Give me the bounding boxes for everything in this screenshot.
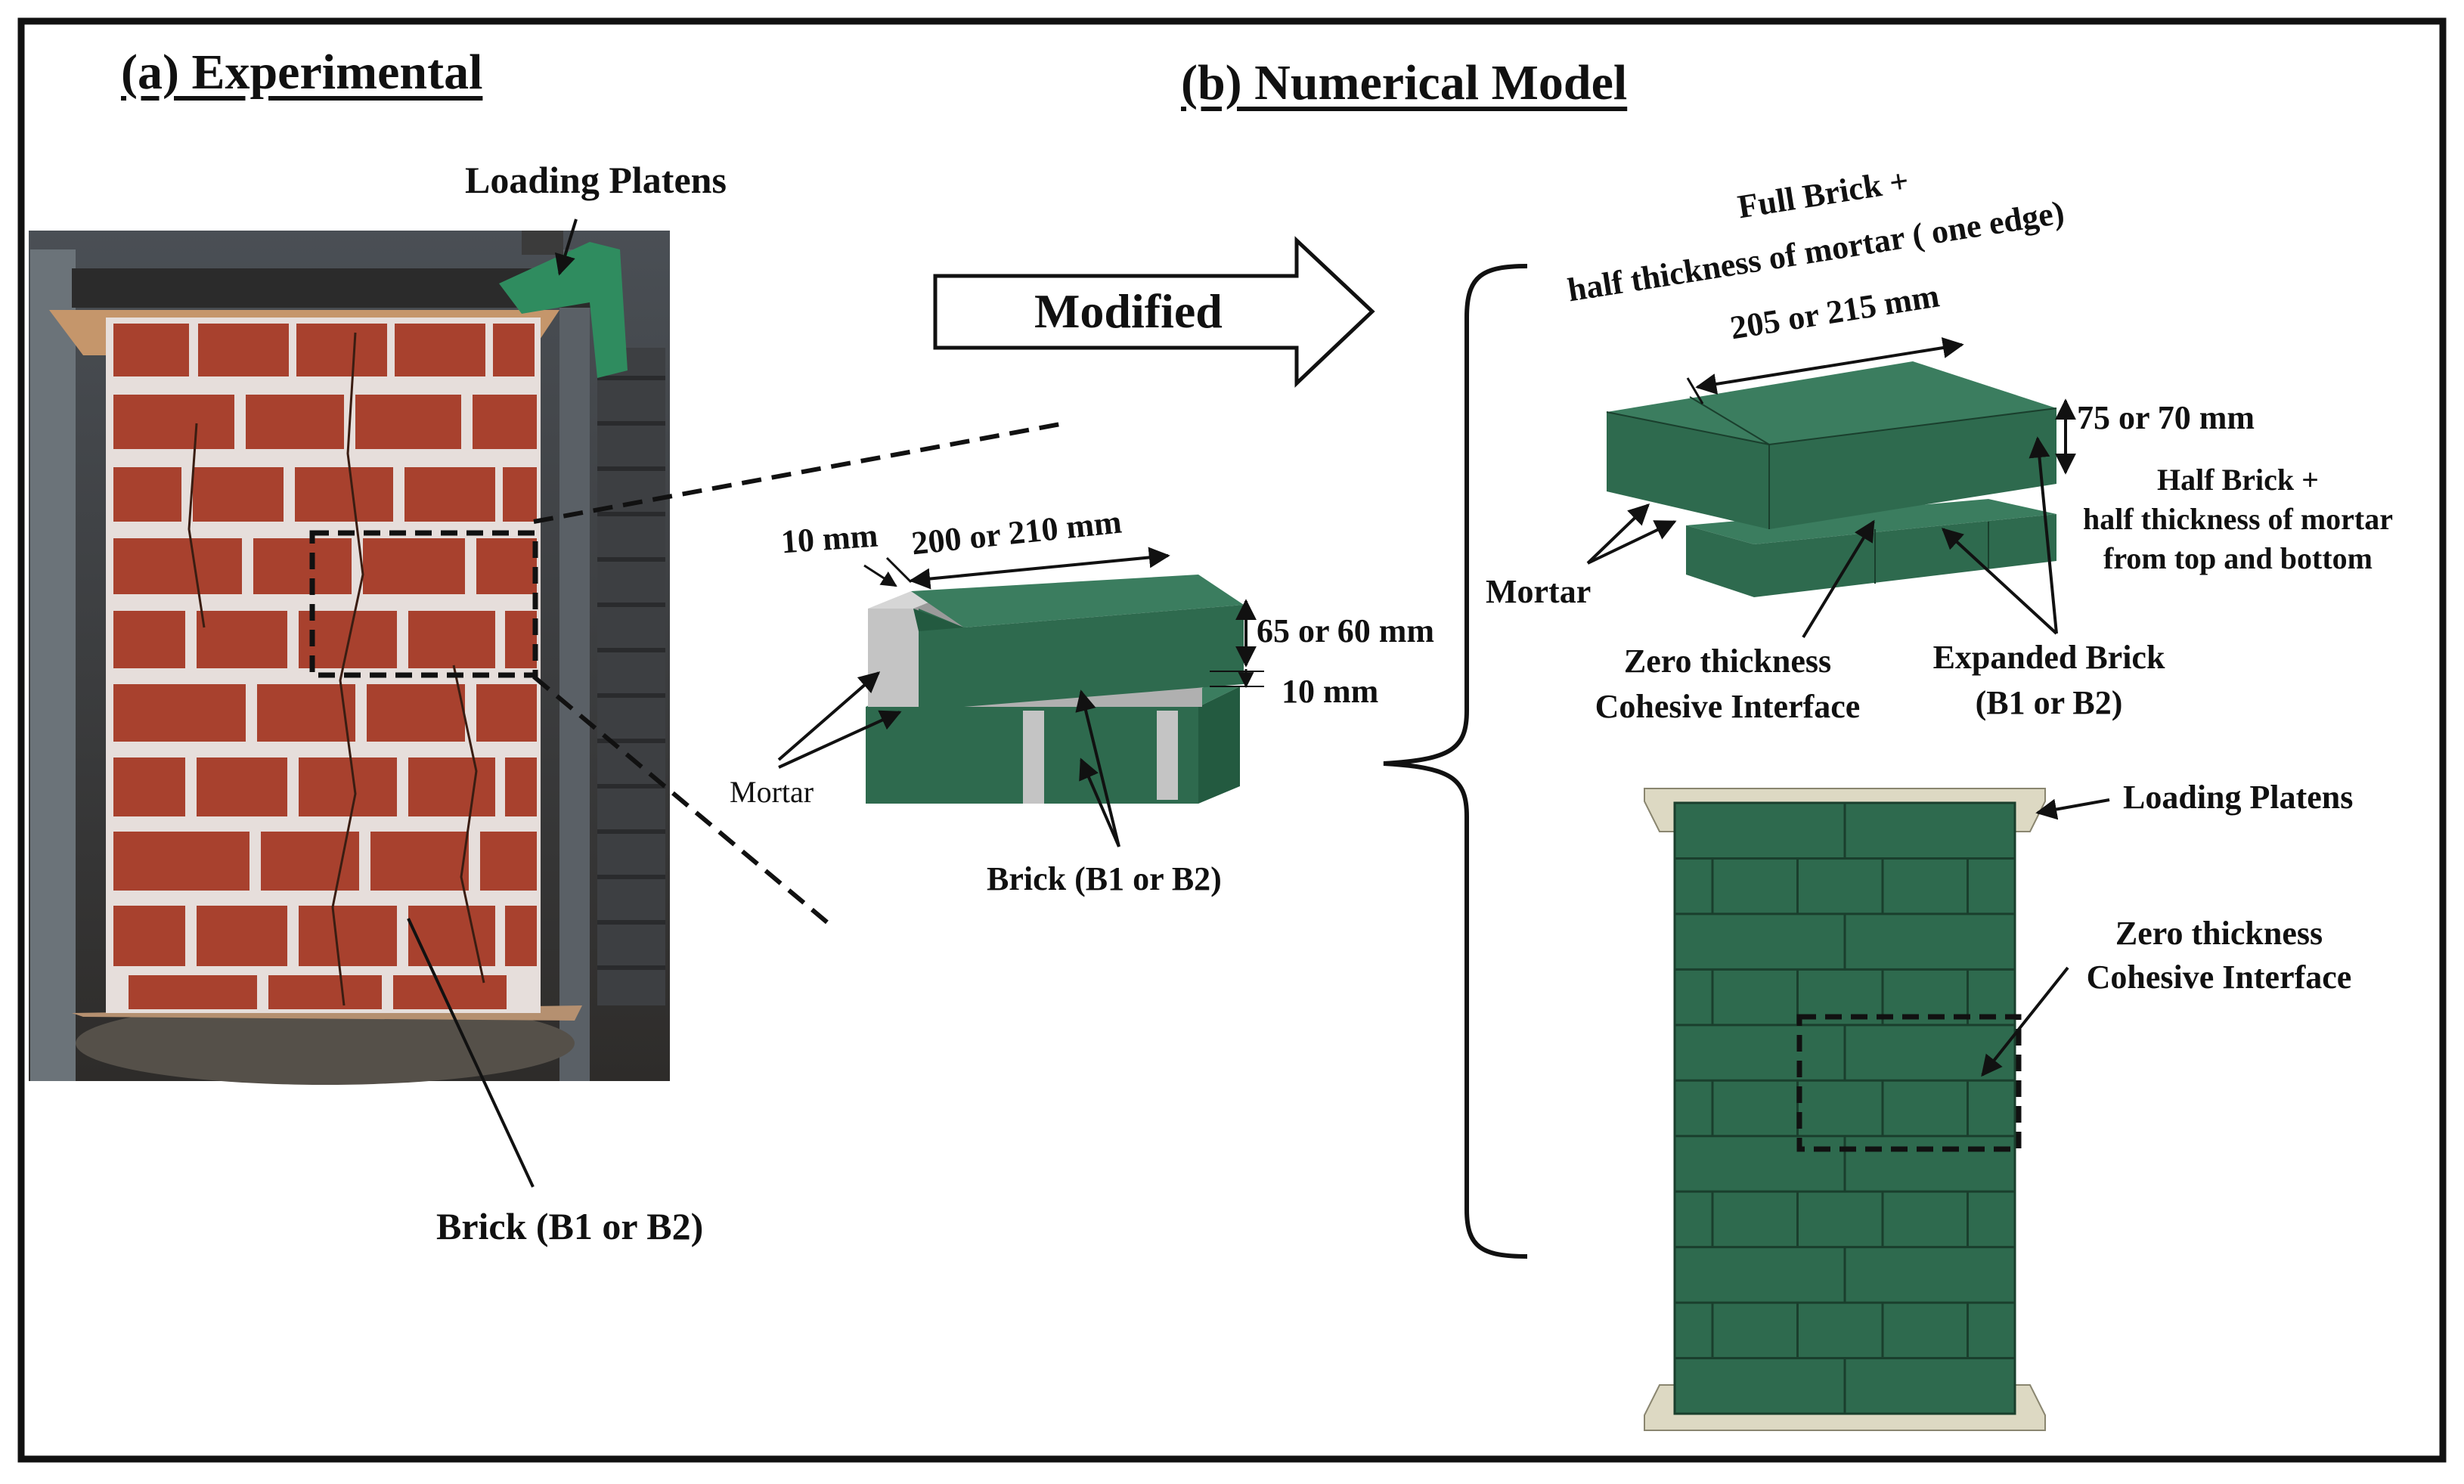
detail-dim-mortar: 10 mm (779, 516, 879, 561)
exp-brick-pointer-1 (1941, 528, 2058, 635)
experimental-photo (29, 231, 670, 1085)
dim-mortar-arrow-left (863, 564, 897, 587)
exp-interface-pointer (1802, 519, 1875, 639)
expanded-unit-model (1606, 361, 2057, 597)
prism-loading-platens: Loading Platens (2123, 779, 2354, 816)
prism-platen-pointer (2035, 798, 2110, 820)
detail-brick-label: Brick (B1 or B2) (987, 860, 1222, 897)
exp-interface-line2: Cohesive Interface (1595, 688, 1861, 725)
projection-line-lower (532, 674, 833, 928)
brick-pointer-2 (1079, 757, 1120, 847)
prism-model (1644, 788, 2046, 1431)
detail-mortar-label: Mortar (730, 775, 814, 809)
detail-selection-box (309, 530, 538, 678)
prism-interface-line1: Zero thickness (2115, 915, 2323, 952)
exp-brick-line1: Expanded Brick (1932, 639, 2165, 676)
prism-detail-box (1796, 1014, 2022, 1152)
dim-mortar-tick (885, 556, 913, 584)
exp-brick-pointer-2 (2029, 436, 2058, 634)
modified-arrow (933, 236, 1375, 388)
modified-label: Modified (1034, 284, 1223, 338)
brick-pointer-1 (1075, 689, 1120, 847)
brick-pointer (407, 918, 535, 1188)
exp-dim-length-tick (1686, 377, 1704, 404)
exp-mortar-label: Mortar (1486, 573, 1592, 610)
detail-dim-height: 65 or 60 mm (1257, 612, 1435, 649)
brick-label: Brick (B1 or B2) (436, 1205, 704, 1247)
exp-interface-line1: Zero thickness (1623, 643, 1832, 680)
figure-border (17, 17, 2447, 1463)
exp-brick-line2: (B1 or B2) (1975, 684, 2123, 721)
mortar-pointer-2 (778, 710, 902, 769)
loading-platens-label: Loading Platens (465, 159, 727, 201)
exp-mortar-pointer-2 (1587, 520, 1677, 565)
prism-interface-line2: Cohesive Interface (2086, 959, 2352, 996)
half-brick-line2: half thickness of mortar (2083, 502, 2393, 536)
detail-dim-joint: 10 mm (1282, 673, 1379, 710)
dim-length-arrow (909, 547, 1170, 590)
half-brick-line1: Half Brick + (2157, 463, 2319, 497)
loading-platens-pointer (554, 218, 578, 276)
exp-mortar-pointer-1 (1586, 503, 1650, 565)
panel-b-title: (b) Numerical Model (1181, 55, 1628, 110)
masonry-unit-detail (866, 575, 1244, 804)
exp-dim-height: 75 or 70 mm (2077, 399, 2255, 436)
panel-a-title: (a) Experimental (121, 45, 483, 100)
mortar-pointer-1 (777, 671, 881, 761)
prism-interface-pointer (1981, 966, 2069, 1077)
exp-dim-length-arrow (1695, 337, 1964, 395)
half-brick-line3: from top and bottom (2103, 541, 2373, 575)
brace-icon (1383, 264, 1528, 1259)
